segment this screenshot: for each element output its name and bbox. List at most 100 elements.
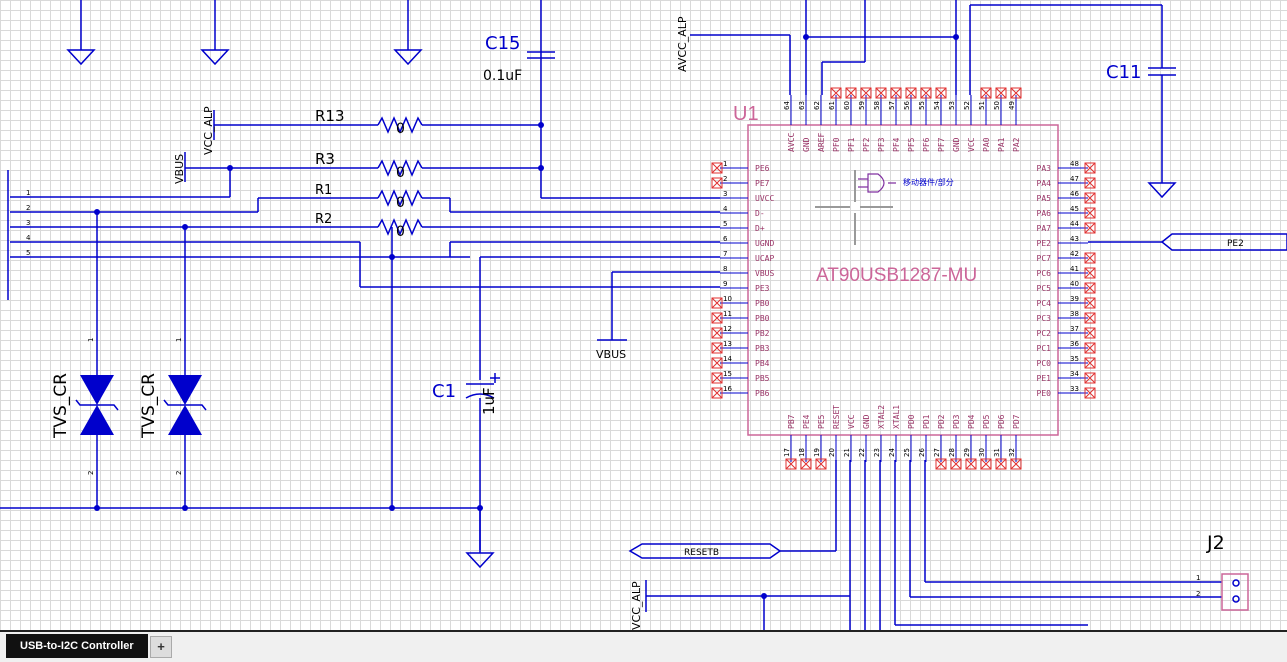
ic-pin-number: 44 [1070, 220, 1079, 228]
ic-pin-name: PD6 [997, 414, 1006, 429]
ground-symbol [200, 0, 230, 66]
svg-text:2: 2 [87, 471, 95, 475]
ground-symbol [66, 0, 96, 66]
resistor-value: 0 [396, 224, 405, 240]
tvs-diode[interactable] [75, 375, 119, 435]
ic-pin-number: 43 [1070, 235, 1079, 243]
resistor-r2[interactable] [377, 218, 423, 236]
ic-pin-number: 1 [723, 160, 727, 168]
ic-pin-name: PC2 [1037, 329, 1052, 338]
ic-pin-name: PD4 [967, 414, 976, 429]
no-connect-marker [1010, 458, 1022, 470]
schematic-canvas[interactable]: VCC_ALP VBUS R13 0 R3 0 R1 0 R2 0 VBU [0, 0, 1287, 630]
ic-pin-name: UCAP [755, 254, 774, 263]
ic-pin-name: PF3 [877, 137, 886, 152]
no-connect-marker [711, 342, 723, 354]
ic-pin-name: PF1 [847, 137, 856, 152]
no-connect-marker [935, 87, 947, 99]
ic-pin-name: GND [802, 137, 811, 152]
ic-pin-number: 40 [1070, 280, 1079, 288]
ic-pin-name: PB4 [755, 359, 770, 368]
ic-ref: U1 [733, 103, 759, 125]
ic-pin-number: 39 [1070, 295, 1079, 303]
ic-pin-number: 10 [723, 295, 732, 303]
resistor-r3[interactable] [377, 159, 423, 177]
net-label-pe2: PE2 [1227, 239, 1244, 249]
svg-text:2: 2 [175, 471, 183, 475]
tvs-label: TVS_CR [51, 373, 71, 439]
ic-pin-name: UVCC [755, 194, 774, 203]
ic-pin-number: 25 [903, 448, 911, 457]
no-connect-marker [1084, 162, 1096, 174]
capacitor-c11[interactable] [1148, 67, 1176, 76]
resistor-r13[interactable] [377, 116, 423, 134]
ic-pin-number: 50 [993, 101, 1001, 110]
ic-pin-number: 35 [1070, 355, 1079, 363]
ic-pin-number: 16 [723, 385, 732, 393]
ic-note: 移动器件/部分 [903, 177, 954, 187]
no-connect-marker [920, 87, 932, 99]
no-connect-marker [800, 458, 812, 470]
ic-pin-number: 47 [1070, 175, 1079, 183]
ic-pin-number: 55 [918, 101, 926, 110]
ic-pin-number: 60 [843, 101, 851, 110]
ic-pin-number: 42 [1070, 250, 1079, 258]
ic-pin-number: 22 [858, 448, 866, 457]
ic-pin-name: PD2 [937, 414, 946, 429]
svg-text:3: 3 [26, 219, 30, 227]
no-connect-marker [1084, 252, 1096, 264]
tvs-diode[interactable] [163, 375, 207, 435]
capacitor-ref: C11 [1106, 62, 1141, 83]
ic-pin-name: PE0 [1037, 389, 1052, 398]
svg-text:2: 2 [26, 204, 30, 212]
ic-pin-name: PE3 [755, 284, 770, 293]
connector-pin-numbers: 1 2 3 4 5 [26, 189, 31, 257]
ic-pin-name: PF2 [862, 137, 871, 152]
capacitor-value: 0.1uF [483, 68, 522, 84]
net-label-vcc-alp: VCC_ALP [630, 581, 643, 630]
ic-pin-name: PF4 [892, 137, 901, 152]
ic-pin-name: PD3 [952, 414, 961, 429]
ic-pin-number: 57 [888, 101, 896, 110]
ic-pin-number: 33 [1070, 385, 1079, 393]
no-connect-marker [950, 458, 962, 470]
ic-pin-number: 45 [1070, 205, 1079, 213]
no-connect-marker [875, 87, 887, 99]
ic-pin-number: 28 [948, 448, 956, 457]
ic-pin-name: PC5 [1037, 284, 1052, 293]
ic-pin-name: PA2 [1012, 137, 1021, 152]
ic-pin-name: RESET [832, 405, 841, 429]
ic-pin-number: 56 [903, 101, 911, 110]
ground-symbol [1147, 182, 1177, 199]
ic-pin-number: 5 [723, 220, 727, 228]
no-connect-marker [1010, 87, 1022, 99]
ic-u1[interactable] [747, 124, 1059, 436]
ic-pin-name: PB6 [755, 389, 770, 398]
ic-pin-number: 31 [993, 448, 1001, 457]
add-tab-button[interactable]: + [150, 636, 172, 658]
no-connect-marker [711, 372, 723, 384]
tab-usb-to-i2c-controller[interactable]: USB-to-I2C Controller [6, 634, 148, 658]
capacitor-c15[interactable] [527, 51, 555, 59]
resistor-value: 0 [396, 121, 405, 137]
no-connect-marker [1084, 327, 1096, 339]
capacitor-ref: C15 [485, 33, 520, 54]
ic-pin-name: D+ [755, 224, 765, 233]
schematic-drawing: VCC_ALP VBUS R13 0 R3 0 R1 0 R2 0 VBU [0, 0, 1287, 630]
no-connect-marker [905, 87, 917, 99]
ic-pin-number: 32 [1008, 448, 1016, 457]
no-connect-marker [830, 87, 842, 99]
ic-pin-name: PE4 [802, 414, 811, 429]
no-connect-marker [980, 87, 992, 99]
svg-text:2: 2 [1196, 590, 1200, 598]
resistor-ref: R1 [315, 183, 332, 198]
resistor-r1[interactable] [377, 189, 423, 207]
ic-pin-name: PA5 [1037, 194, 1052, 203]
ic-pin-name: AVCC [787, 133, 796, 152]
no-connect-marker [711, 162, 723, 174]
resistor-ref: R2 [315, 212, 332, 227]
connector-j2[interactable] [1221, 573, 1249, 611]
ic-pin-number: 49 [1008, 101, 1016, 110]
ic-pin-number: 4 [723, 205, 728, 213]
